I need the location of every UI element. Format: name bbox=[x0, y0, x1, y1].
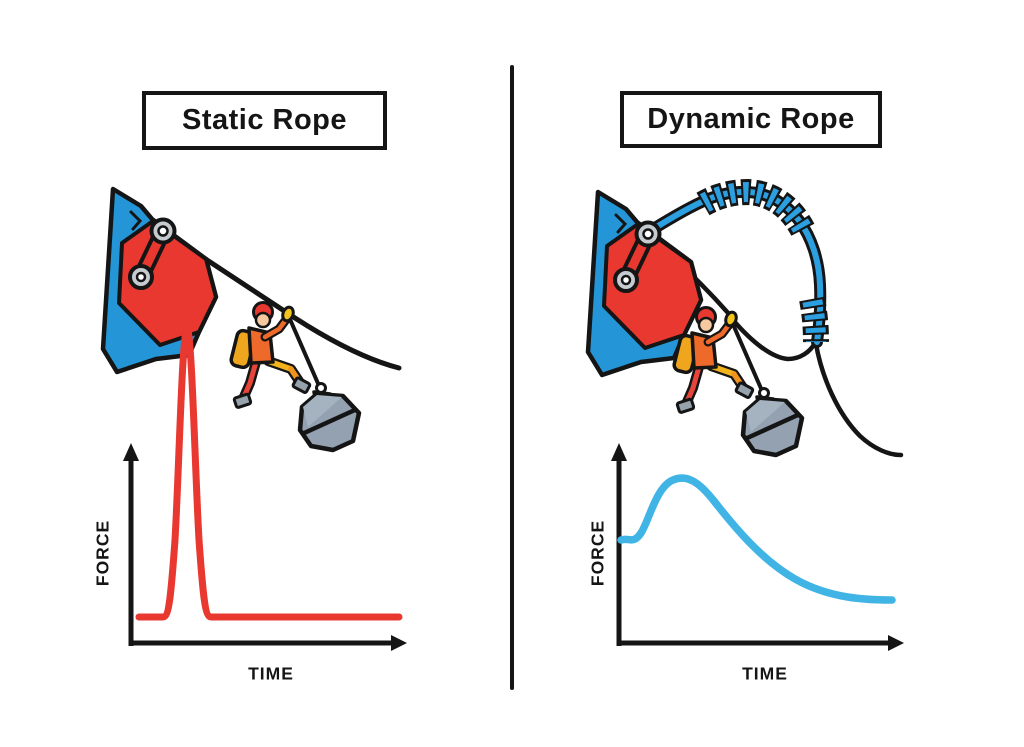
dynamic-panel-illustration bbox=[588, 178, 904, 458]
time-axis-arrow-icon bbox=[391, 635, 407, 651]
rock-anchor-icon bbox=[103, 189, 216, 372]
time-axis-label: TIME bbox=[742, 663, 788, 684]
dynamic-rope-title: Dynamic Rope bbox=[620, 91, 882, 148]
force-axis-label: FORCE bbox=[92, 519, 113, 587]
rope-tail-line bbox=[813, 341, 904, 458]
static-rope-title: Static Rope bbox=[142, 91, 387, 150]
static-panel-illustration bbox=[103, 189, 402, 451]
climber-icon bbox=[673, 308, 802, 456]
force-axis-arrow-icon bbox=[611, 443, 627, 461]
force-axis-arrow-icon bbox=[123, 443, 139, 461]
dynamic-force-curve bbox=[617, 474, 896, 604]
time-axis-label: TIME bbox=[248, 663, 294, 684]
static-force-graph bbox=[123, 322, 407, 651]
coiled-stretch-rope-icon bbox=[644, 178, 829, 348]
panel-divider bbox=[510, 65, 514, 690]
slack-rope-line bbox=[730, 317, 818, 362]
time-axis-arrow-icon bbox=[888, 635, 904, 651]
climber-icon bbox=[230, 303, 359, 451]
static-force-curve bbox=[135, 322, 403, 621]
force-axis-label: FORCE bbox=[587, 519, 608, 587]
dynamic-force-graph bbox=[611, 443, 904, 651]
